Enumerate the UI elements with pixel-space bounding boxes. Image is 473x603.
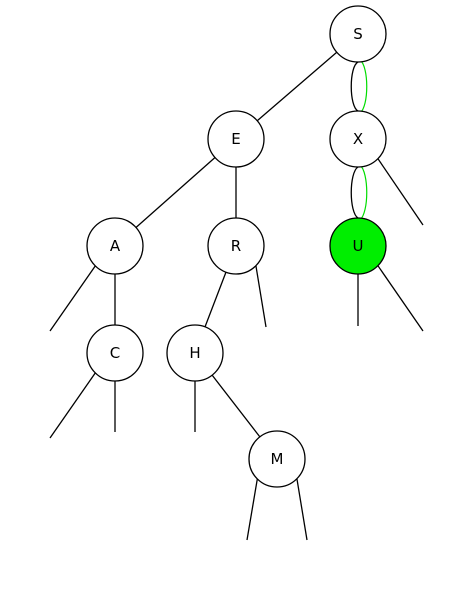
node-circle-h [166,324,224,382]
null-link-r-right [255,265,267,328]
node-circle-e [207,110,265,168]
node-circle-s [329,5,387,63]
node-label-m: M [271,450,284,468]
node-circle-c [86,324,144,382]
node-circle-x [329,110,387,168]
null-link-a-left [49,265,96,332]
tree-node-c: C [86,324,144,382]
tree-node-x: X [329,110,387,168]
edge-r-h [204,271,227,328]
node-label-r: R [231,237,241,255]
null-link-u-right [377,265,424,332]
tree-node-h: H [166,324,224,382]
node-label-x: X [353,130,363,148]
node-label-s: S [353,25,363,43]
node-circle-m [248,430,306,488]
edge-x-u [350,166,359,219]
null-link-m-right [296,478,308,541]
node-circle-u [329,217,387,275]
null-link-m-left [246,478,258,541]
edge-s-x [350,61,359,112]
search-path-s-x [359,59,368,114]
null-links-layer [49,158,424,541]
search-path-x-u [359,164,368,221]
node-circle-r [207,217,265,275]
node-label-h: H [189,344,200,362]
edge-h-m [211,374,261,438]
search-path-layer [359,59,368,221]
nodes-layer: S E X A R U C H M [86,5,387,488]
null-link-c-left [49,372,96,439]
node-circle-a [86,217,144,275]
node-label-u: U [353,237,364,255]
tree-node-a: A [86,217,144,275]
null-link-x-right [377,158,424,226]
node-label-e: E [231,130,240,148]
tree-node-s: S [329,5,387,63]
tree-node-m: M [248,430,306,488]
node-label-a: A [110,237,121,255]
edge-s-e [256,51,338,122]
tree-node-e: E [207,110,265,168]
node-label-c: C [110,344,120,362]
edges-layer [114,51,359,438]
edge-e-a [135,157,216,228]
tree-node-r: R [207,217,265,275]
tree-node-u: U [329,217,387,275]
